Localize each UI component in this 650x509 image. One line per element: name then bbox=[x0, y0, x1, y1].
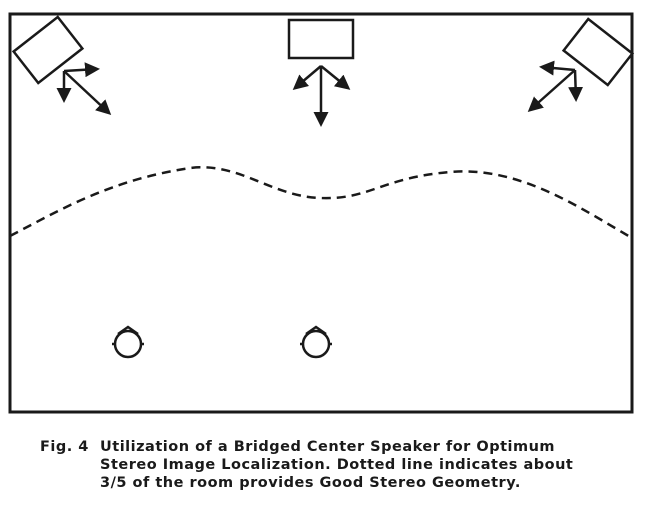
stereo-boundary-dashed-line bbox=[9, 166, 633, 240]
right-speaker-arrows bbox=[527, 60, 584, 112]
caption-text-3: 3/5 of the room provides Good Stereo Geo… bbox=[100, 475, 521, 491]
figure-caption: Fig. 4 Utilization of a Bridged Center Sp… bbox=[40, 438, 640, 492]
caption-line-3: 3/5 of the room provides Good Stereo Geo… bbox=[40, 474, 640, 492]
listener-left bbox=[112, 325, 144, 359]
caption-line-1: Fig. 4 Utilization of a Bridged Center Sp… bbox=[40, 438, 640, 456]
left-speaker bbox=[11, 15, 85, 85]
figure-number: Fig. 4 bbox=[40, 439, 89, 455]
caption-text-2: Stereo Image Localization. Dotted line i… bbox=[100, 457, 574, 473]
right-speaker bbox=[561, 17, 635, 87]
left-speaker-arrows bbox=[56, 62, 112, 116]
listener-right bbox=[300, 325, 332, 359]
center-speaker-arrows bbox=[292, 65, 351, 127]
caption-line-2: Stereo Image Localization. Dotted line i… bbox=[40, 456, 640, 474]
room-outline bbox=[8, 12, 634, 414]
room-diagram bbox=[8, 12, 635, 414]
center-speaker bbox=[287, 18, 355, 60]
caption-text-1: Utilization of a Bridged Center Speaker … bbox=[100, 439, 556, 455]
